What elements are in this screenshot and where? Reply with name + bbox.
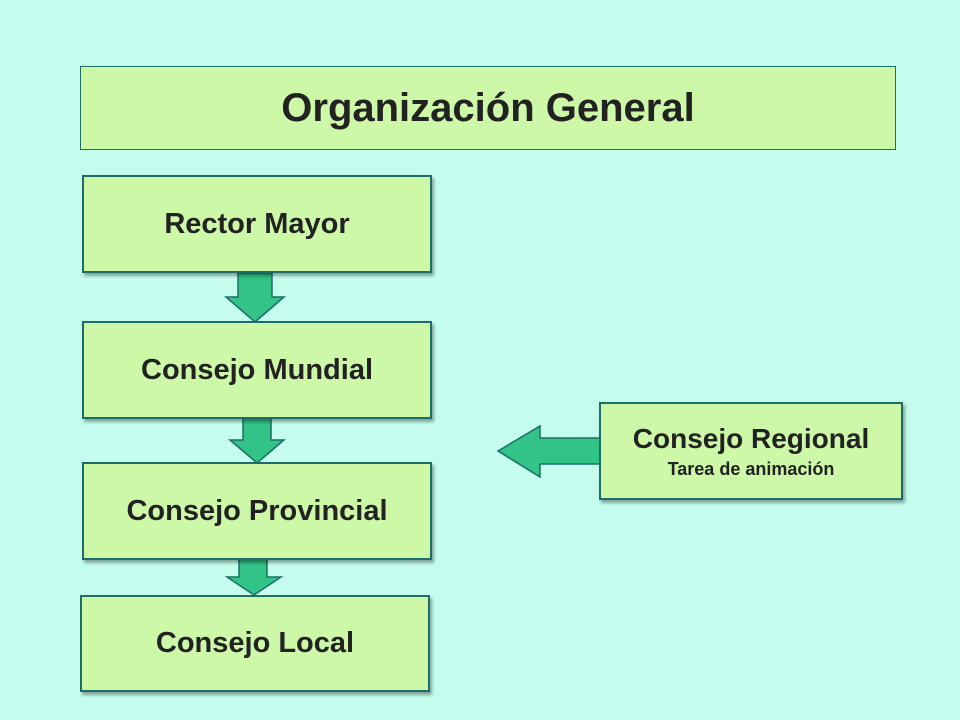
arrow-down-mundial-to-provincial bbox=[227, 416, 287, 464]
node-consejo-local-label: Consejo Local bbox=[155, 627, 355, 659]
node-consejo-mundial: Consejo Mundial bbox=[82, 321, 432, 419]
node-consejo-local: Consejo Local bbox=[80, 595, 430, 692]
node-consejo-regional-label: Consejo Regional bbox=[632, 422, 870, 454]
node-consejo-mundial-label: Consejo Mundial bbox=[141, 353, 373, 386]
node-rector-mayor: Rector Mayor bbox=[82, 175, 432, 273]
node-consejo-regional-subtitle: Tarea de animación bbox=[667, 458, 835, 479]
page-title-text: Organización General bbox=[281, 85, 695, 130]
node-rector-mayor-label: Rector Mayor bbox=[164, 207, 350, 240]
page-title: Organización General bbox=[80, 66, 896, 150]
node-consejo-provincial: Consejo Provincial bbox=[82, 462, 432, 560]
arrow-left-regional bbox=[496, 424, 601, 479]
node-consejo-regional: Consejo Regional Tarea de animación bbox=[599, 402, 903, 500]
arrow-down-rector-to-mundial bbox=[223, 272, 287, 323]
arrow-down-provincial-to-local bbox=[224, 558, 284, 596]
node-consejo-provincial-label: Consejo Provincial bbox=[126, 494, 388, 527]
